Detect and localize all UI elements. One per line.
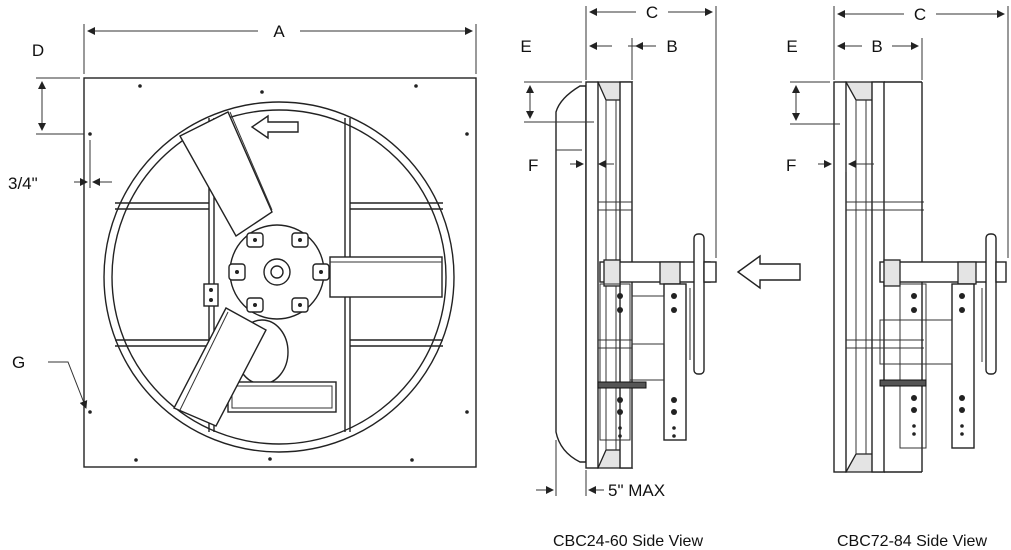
dimension-d	[36, 77, 84, 135]
label-c-right: C	[914, 5, 926, 24]
label-e-left: E	[520, 37, 531, 56]
panel-holes	[88, 84, 469, 462]
side-view-cbc24-60: C B E F 5" MAX CBC24-60 Side View	[520, 3, 717, 550]
motor-bracket	[951, 283, 975, 449]
dimension-three-quarter	[74, 140, 112, 188]
leader-g	[48, 361, 88, 409]
fan-blade-right	[329, 256, 443, 298]
motor-bracket	[663, 283, 687, 441]
front-view: A D 3/4" G	[8, 22, 477, 468]
caption-cbc24-60: CBC24-60 Side View	[553, 533, 703, 550]
frame-brackets	[203, 283, 219, 307]
label-a: A	[273, 22, 285, 41]
label-f-left: F	[528, 156, 538, 175]
label-d: D	[32, 41, 44, 60]
label-e-right: E	[786, 37, 797, 56]
panel-edge	[833, 81, 847, 473]
pulley	[693, 233, 705, 375]
label-three-quarter: 3/4"	[8, 174, 38, 193]
label-b-left: B	[666, 37, 677, 56]
rotation-arrow-icon	[250, 114, 299, 140]
label-five-max: 5" MAX	[608, 481, 665, 500]
venturi-ring-inner	[111, 109, 447, 445]
dimension-a	[83, 24, 477, 74]
venturi-lip	[555, 85, 586, 463]
label-b-right: B	[871, 37, 882, 56]
side-view-cbc72-84: C B E F CBC72-84 Side View	[786, 5, 1009, 550]
airflow-arrow-icon	[736, 254, 801, 290]
fan-blade-bottom	[173, 307, 267, 427]
mounting-panel	[83, 77, 477, 468]
fan-blade-top	[179, 111, 273, 238]
fan-hub	[228, 224, 330, 320]
caption-cbc72-84: CBC72-84 Side View	[837, 533, 987, 550]
label-f-right: F	[786, 156, 796, 175]
venturi-ring-outer	[103, 101, 455, 453]
label-g: G	[12, 353, 25, 372]
panel-edge	[585, 81, 599, 469]
pulley	[985, 233, 997, 375]
label-c-left: C	[646, 3, 658, 22]
